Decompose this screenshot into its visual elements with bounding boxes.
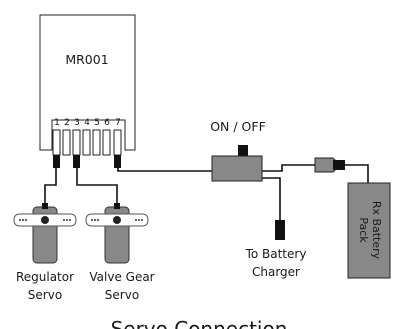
power-switch: ON / OFF bbox=[210, 119, 266, 182]
pin-slot-2 bbox=[62, 129, 71, 156]
pin-label-7: 7 bbox=[115, 118, 121, 128]
pin-label-3: 3 bbox=[74, 118, 80, 128]
charger-label-line2: Charger bbox=[252, 265, 300, 279]
wire-pin7-to-switch bbox=[117, 166, 212, 172]
charger-label-line1: To Battery bbox=[245, 247, 307, 261]
plug-pin-7 bbox=[114, 155, 121, 168]
diagram-caption: Servo Connection bbox=[111, 317, 288, 329]
wire-pin1-to-regulator-servo bbox=[44, 168, 57, 208]
receiver: MR001 1 2 3 4 5 6 7 bbox=[39, 14, 136, 156]
pin-slot-1 bbox=[52, 129, 61, 156]
wire-switch-to-battery-connector bbox=[262, 164, 315, 172]
pin-slot-6 bbox=[102, 129, 111, 156]
switch-body bbox=[211, 155, 263, 182]
receiver-pin-slots bbox=[52, 129, 122, 156]
wire-switch-to-charger bbox=[262, 177, 281, 220]
switch-toggle bbox=[238, 145, 248, 157]
charger-plug bbox=[275, 220, 285, 240]
pin-label-1: 1 bbox=[54, 118, 60, 128]
wires bbox=[44, 164, 369, 220]
battery-pack: Rx Battery Pack bbox=[347, 182, 391, 279]
regulator-servo-label-line2: Servo bbox=[28, 288, 62, 302]
battery-label-line1: Rx Battery bbox=[370, 201, 383, 260]
pin-label-6: 6 bbox=[104, 118, 110, 128]
pin-slot-5 bbox=[92, 129, 101, 156]
battery-connector bbox=[314, 157, 345, 173]
regulator-servo-label-line1: Regulator bbox=[16, 270, 74, 284]
regulator-servo-horn bbox=[13, 213, 77, 227]
pin-label-5: 5 bbox=[94, 118, 100, 128]
battery-label-line2: Pack bbox=[357, 217, 370, 243]
receiver-outline bbox=[39, 14, 136, 151]
valve-gear-servo-label-line1: Valve Gear bbox=[89, 270, 154, 284]
valve-gear-servo-horn bbox=[85, 213, 149, 227]
pin-label-4: 4 bbox=[84, 118, 90, 128]
pin-label-2: 2 bbox=[64, 118, 70, 128]
receiver-name: MR001 bbox=[65, 52, 108, 67]
valve-gear-servo-label-line2: Servo bbox=[105, 288, 139, 302]
battery-connector-female bbox=[314, 157, 337, 173]
valve-gear-servo: Valve Gear Servo bbox=[85, 206, 155, 302]
pin-slot-4 bbox=[82, 129, 91, 156]
plug-pin-3 bbox=[73, 155, 80, 168]
receiver-plugs bbox=[53, 155, 121, 168]
servo-plugs bbox=[42, 203, 120, 209]
battery-body bbox=[347, 182, 391, 279]
charger-connector: To Battery Charger bbox=[245, 220, 307, 279]
pin-slot-7 bbox=[113, 129, 122, 156]
regulator-servo-plug bbox=[42, 203, 48, 209]
pin-slot-3 bbox=[72, 129, 81, 156]
battery-connector-male bbox=[333, 160, 345, 170]
plug-pin-1 bbox=[53, 155, 60, 168]
regulator-servo: Regulator Servo bbox=[13, 206, 77, 302]
wire-connector-to-battery bbox=[345, 164, 369, 183]
wire-pin3-to-valve-gear-servo bbox=[76, 168, 118, 208]
switch-label: ON / OFF bbox=[210, 119, 266, 134]
receiver-pin-labels: 1 2 3 4 5 6 7 bbox=[54, 118, 121, 128]
valve-gear-servo-plug bbox=[114, 203, 120, 209]
